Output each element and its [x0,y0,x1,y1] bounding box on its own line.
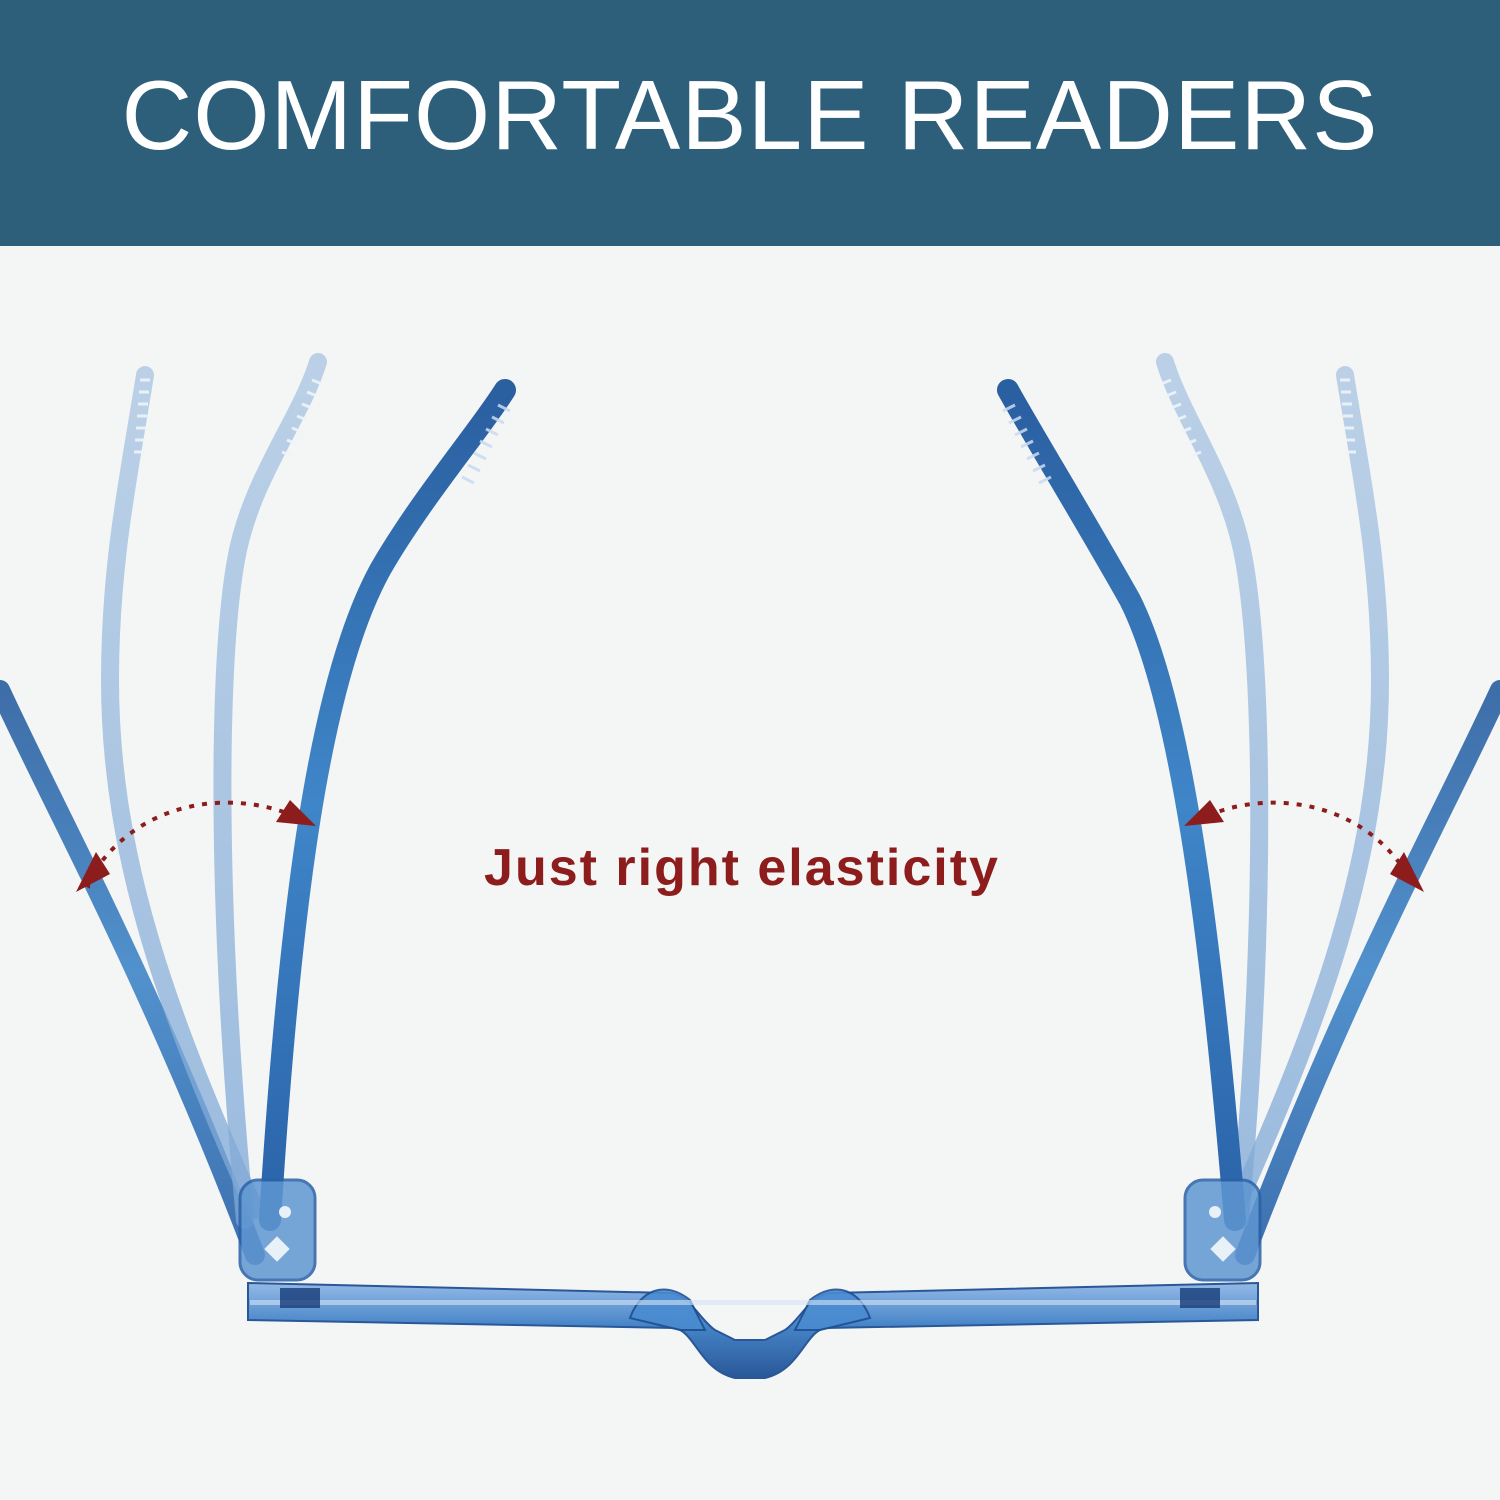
glasses-illustration [0,353,1500,1379]
right-flex-arrow [1194,800,1414,883]
page-title: COMFORTABLE READERS [121,59,1379,170]
right-arrowhead-start [1184,800,1224,826]
caption-text: Just right elasticity [484,839,1000,897]
right-temple-arms [997,353,1500,1282]
left-arm-wide [0,680,265,1265]
right-arm-ghost-1 [1226,366,1390,1219]
right-nose-pad [793,1288,872,1331]
left-arm-upright [259,379,516,1231]
right-arm-ghost-2 [1156,353,1269,1229]
left-arrowhead-start [76,852,110,892]
left-arm-ghost-1 [100,366,264,1219]
elasticity-caption: Just right elasticity [0,838,1500,898]
header-banner: COMFORTABLE READERS [0,0,1500,246]
right-arm-wide [1235,680,1500,1265]
left-arrowhead-end [276,800,316,826]
glasses-front-frame [247,1281,1259,1379]
left-temple-arms [0,353,516,1282]
right-arrowhead-end [1390,852,1424,892]
left-flex-arrow [81,800,311,889]
left-nose-pad [628,1288,707,1331]
right-arm-upright [997,379,1246,1231]
left-arm-ghost-2 [213,353,327,1229]
